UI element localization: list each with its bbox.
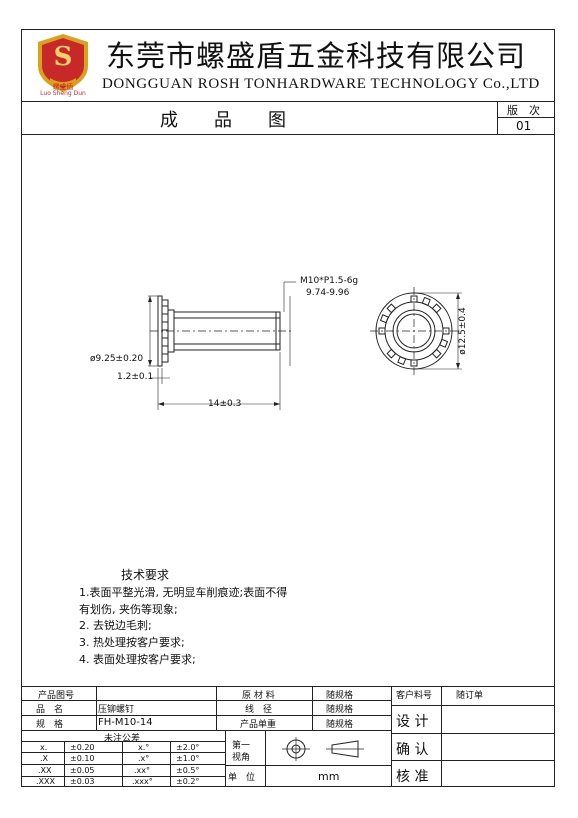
tech-req-item: 有划伤, 夹伤等现象; xyxy=(79,603,178,616)
outer-diameter-dim: ø12.5±0.4 xyxy=(458,307,468,355)
tolerance-key: x. xyxy=(40,743,48,752)
name-label: 品 名 xyxy=(36,705,64,715)
tech-req-item: 3. 热处理按客户要求; xyxy=(79,636,185,649)
header-rule xyxy=(21,101,555,102)
angle-tolerance-value: ±0.5° xyxy=(176,766,200,775)
design-label: 设 计 xyxy=(396,714,429,730)
approve-label: 核 准 xyxy=(396,769,429,785)
angle-tolerance-value: ±2.0° xyxy=(176,743,200,752)
angle-tolerance-key: .x° xyxy=(138,754,150,763)
angle-label-1: 第一 xyxy=(232,741,251,751)
version-label: 版 次 xyxy=(507,104,540,117)
material-value: 随规格 xyxy=(326,691,354,701)
tolerance-value: ±0.10 xyxy=(70,754,95,763)
angle-tolerance-key: .xxx° xyxy=(132,777,153,786)
title-rule xyxy=(21,134,555,135)
product-no-label: 产品图号 xyxy=(38,691,75,701)
company-name-en: DONGGUAN ROSH TONHARDWARE TECHNOLOGY Co.… xyxy=(102,76,540,92)
logo-letter: S xyxy=(53,42,73,72)
version-value: 01 xyxy=(516,119,532,133)
drawing-frame xyxy=(21,29,555,787)
logo-caption-cn: 螺盛盾 xyxy=(52,83,74,91)
unit-label: 单 位 xyxy=(228,773,256,783)
thread-range-label: 9.74-9.96 xyxy=(306,288,350,298)
wire-label: 线 径 xyxy=(245,705,273,715)
customer-no-label: 客户料号 xyxy=(396,691,433,701)
logo-caption-en: Luo Sheng Dun xyxy=(40,90,86,97)
company-logo: S 螺盛盾 Luo Sheng Dun xyxy=(32,32,94,98)
tolerance-key: .XXX xyxy=(36,777,55,786)
material-label: 原 材 料 xyxy=(242,691,275,701)
tolerance-key: .X xyxy=(40,754,49,763)
customer-no-value: 随订单 xyxy=(456,691,484,701)
spec-label: 规 格 xyxy=(36,720,64,730)
document-title: 成 品 图 xyxy=(160,110,286,131)
angle-label-2: 视角 xyxy=(232,753,251,763)
wire-value: 随规格 xyxy=(326,705,354,715)
head-diameter-dim: ø9.25±0.20 xyxy=(90,354,144,364)
tolerance-title: 未注公差 xyxy=(104,734,141,744)
tech-req-title: 技术要求 xyxy=(121,568,170,582)
spec-value: FH-M10-14 xyxy=(98,717,153,728)
confirm-label: 确 认 xyxy=(396,742,429,758)
angle-tolerance-key: .xx° xyxy=(134,766,151,775)
unit-value: mm xyxy=(318,770,340,783)
company-name-cn: 东莞市螺盛盾五金科技有限公司 xyxy=(106,39,527,73)
length-dim: 14±0.3 xyxy=(208,399,242,409)
weight-value: 随规格 xyxy=(326,720,354,730)
first-angle-projection-icon xyxy=(282,737,364,761)
weight-label: 产品单重 xyxy=(240,720,277,730)
tolerance-key: .XX xyxy=(38,766,52,775)
tech-req-item: 1.表面平整光滑, 无明显车削痕迹;表面不得 xyxy=(79,586,288,599)
tech-req-item: 4. 表面处理按客户要求; xyxy=(79,653,196,666)
name-value: 压铆螺钉 xyxy=(98,705,135,715)
tolerance-value: ±0.03 xyxy=(70,777,95,786)
angle-tolerance-value: ±0.2° xyxy=(176,777,200,786)
tolerance-value: ±0.20 xyxy=(70,743,95,752)
angle-tolerance-value: ±1.0° xyxy=(176,754,200,763)
thread-spec-label: M10*P1.5-6g xyxy=(300,276,359,286)
version-rule xyxy=(497,117,555,118)
angle-tolerance-key: x.° xyxy=(138,743,150,752)
flange-thickness-dim: 1.2±0.1 xyxy=(117,372,154,382)
tech-req-item: 2. 去锐边毛刺; xyxy=(79,619,152,632)
tolerance-value: ±0.05 xyxy=(70,766,95,775)
